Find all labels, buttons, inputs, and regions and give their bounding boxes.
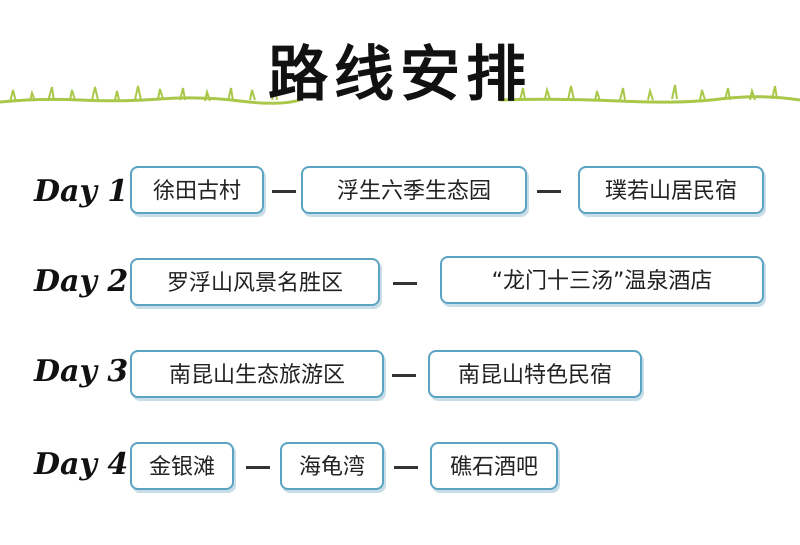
grass-decoration [0,84,800,105]
stop-day4-1: 金银滩 [130,442,234,490]
stop-day1-1: 徐田古村 [130,166,264,214]
route-dash [394,466,418,469]
stop-day1-2: 浮生六季生态园 [301,166,527,214]
day-label-2: Day 2 [34,264,129,299]
route-dash [272,190,296,193]
route-dash [393,282,417,285]
stop-day2-2: “龙门十三汤”温泉酒店 [440,256,764,304]
route-dash [246,466,270,469]
stop-day2-1: 罗浮山风景名胜区 [130,258,380,306]
day-label-1: Day 1 [34,174,129,209]
stop-day3-1: 南昆山生态旅游区 [130,350,384,398]
route-dash [537,190,561,193]
stop-day1-3: 璞若山居民宿 [578,166,764,214]
route-dash [392,374,416,377]
day-label-3: Day 3 [34,354,129,389]
stop-day3-2: 南昆山特色民宿 [428,350,642,398]
day-label-4: Day 4 [34,447,129,482]
stop-day4-2: 海龟湾 [280,442,384,490]
stop-day4-3: 礁石酒吧 [430,442,558,490]
page-title: 路线安排 [268,40,532,110]
